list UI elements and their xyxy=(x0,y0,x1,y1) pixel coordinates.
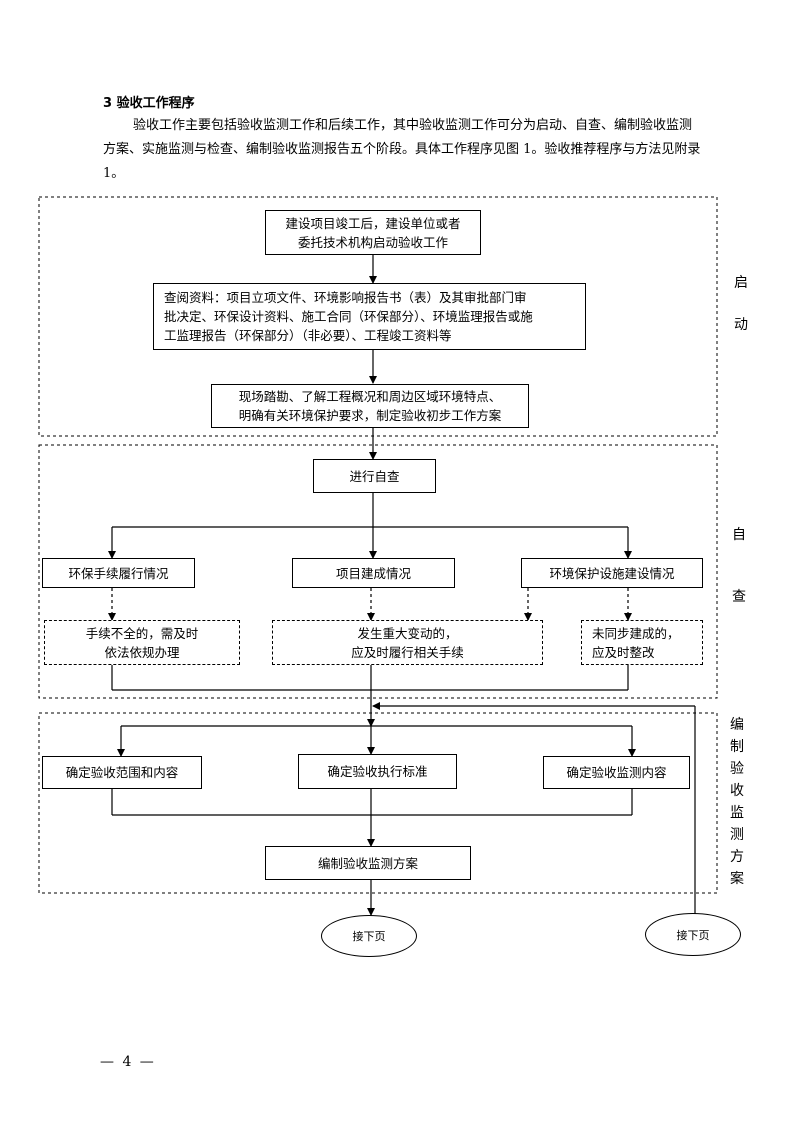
oval-next-page-right: 接下页 xyxy=(645,913,741,956)
box-review-documents: 查阅资料：项目立项文件、环境影响报告书（表）及其审批部门审批决定、环保设计资料、… xyxy=(153,283,586,350)
stage-label-plan: 编 制 验 收 监 测 方 案 xyxy=(730,717,744,887)
box-self-check: 进行自查 xyxy=(313,459,436,493)
box-site-survey: 现场踏勘、了解工程概况和周边区域环境特点、明确有关环境保护要求，制定验收初步工作… xyxy=(211,384,529,428)
box-remedy-major-change: 发生重大变动的，应及时履行相关手续 xyxy=(272,620,543,665)
stage-frame-self-check xyxy=(38,444,718,699)
box-start-acceptance: 建设项目竣工后，建设单位或者委托技术机构启动验收工作 xyxy=(265,210,481,255)
intro-paragraph: 验收工作主要包括验收监测工作和后续工作，其中验收监测工作可分为启动、自查、编制验… xyxy=(103,118,701,181)
oval-next-page-left: 接下页 xyxy=(321,915,417,957)
box-project-status: 项目建成情况 xyxy=(292,558,455,588)
section-heading: 3 验收工作程序 xyxy=(103,96,195,111)
box-remedy-procedures: 手续不全的，需及时依法依规办理 xyxy=(44,620,240,665)
box-monitoring-plan: 编制验收监测方案 xyxy=(265,846,471,880)
box-monitoring-content: 确定验收监测内容 xyxy=(543,756,690,789)
stage-frame-plan xyxy=(38,712,718,894)
page-number: — 4 — xyxy=(100,1054,156,1070)
stage-label-start: 启 动 xyxy=(734,275,748,333)
box-standards: 确定验收执行标准 xyxy=(298,754,457,789)
stage-frame-start xyxy=(38,196,718,437)
box-env-facilities: 环境保护设施建设情况 xyxy=(521,558,703,588)
stage-label-self-check: 自 查 xyxy=(732,527,746,605)
box-env-procedures: 环保手续履行情况 xyxy=(42,558,195,588)
box-scope-content: 确定验收范围和内容 xyxy=(42,756,202,789)
box-remedy-rectify: 未同步建成的，应及时整改 xyxy=(581,620,703,665)
